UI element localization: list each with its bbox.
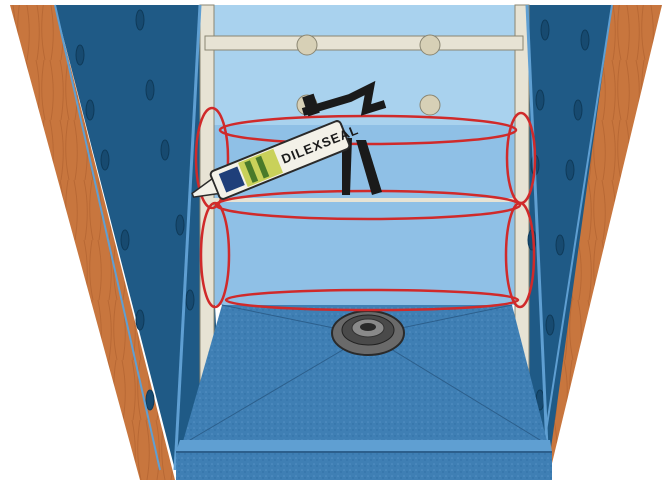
- fastener-hole: [420, 35, 440, 55]
- top-cross-beam: [205, 36, 523, 50]
- shower-curb-top: [176, 440, 552, 452]
- fastener-hole: [297, 35, 317, 55]
- floor-drain: [332, 311, 404, 355]
- shower-curb: [176, 452, 552, 480]
- fastener-hole: [420, 95, 440, 115]
